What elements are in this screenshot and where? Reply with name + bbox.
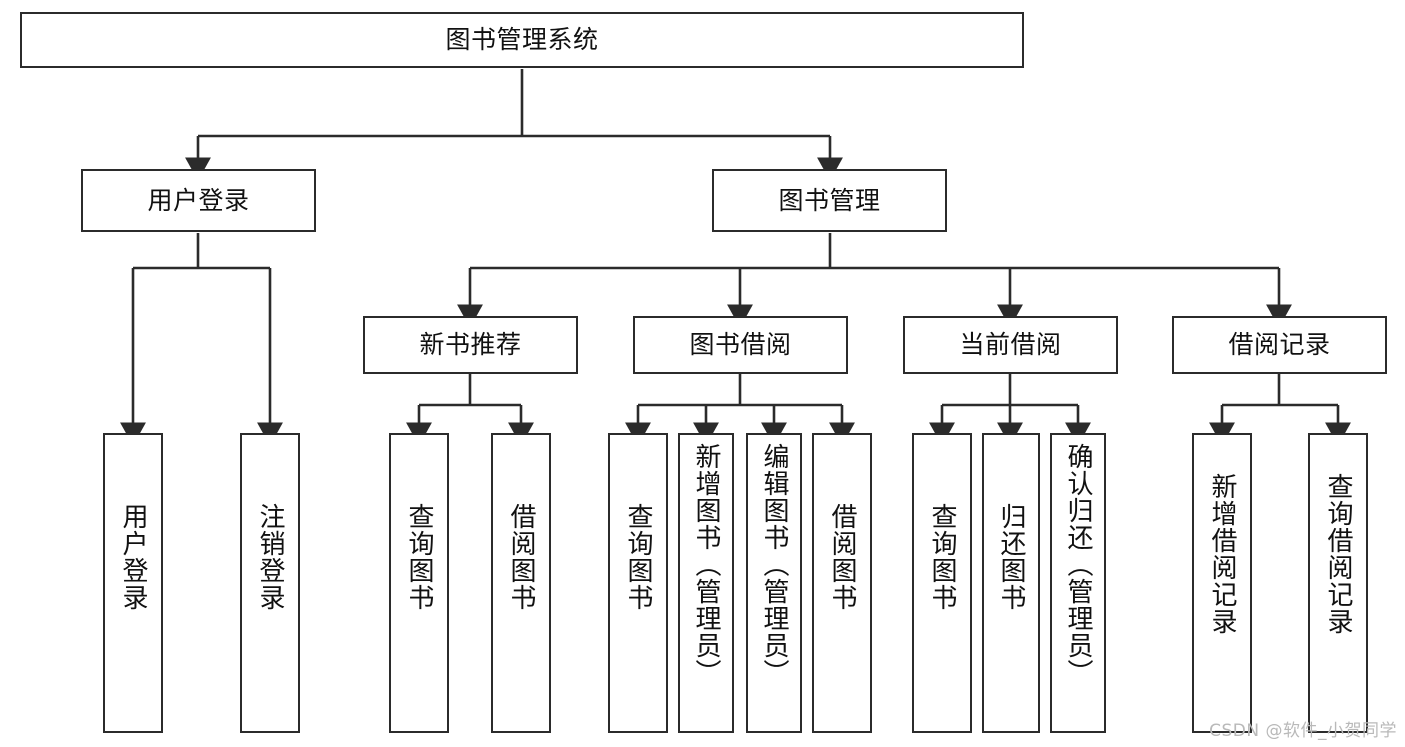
node-book-management[interactable]: 图书管理: [712, 169, 947, 232]
node-new-book-recommend[interactable]: 新书推荐: [363, 316, 578, 374]
node-label: 查询图书: [623, 503, 654, 611]
node-leaf-book-borrow-query-book[interactable]: 查询图书: [608, 433, 668, 733]
node-label: 查询图书: [404, 503, 435, 611]
node-current-borrow[interactable]: 当前借阅: [903, 316, 1118, 374]
node-leaf-current-borrow-confirm-return-admin[interactable]: 确认归还（管理员）: [1050, 433, 1106, 733]
node-leaf-book-borrow-borrow-book[interactable]: 借阅图书: [812, 433, 872, 733]
node-leaf-current-borrow-return-book[interactable]: 归还图书: [982, 433, 1040, 733]
node-borrow-record[interactable]: 借阅记录: [1172, 316, 1387, 374]
node-leaf-book-borrow-edit-book-admin[interactable]: 编辑图书（管理员）: [746, 433, 802, 733]
node-label: 新书推荐: [419, 330, 522, 359]
node-leaf-new-book-borrow-book[interactable]: 借阅图书: [491, 433, 551, 733]
node-root-book-management-system[interactable]: 图书管理系统: [20, 12, 1024, 68]
node-label: 编辑图书（管理员）: [759, 443, 790, 686]
node-label: 借阅记录: [1228, 330, 1331, 359]
node-label: 新增图书（管理员）: [691, 443, 722, 686]
node-label: 图书管理系统: [445, 25, 599, 54]
node-label: 图书管理: [778, 185, 881, 215]
csdn-watermark: CSDN @软件_小贺同学: [1209, 721, 1397, 741]
node-label: 图书借阅: [689, 330, 792, 359]
node-label: 归还图书: [996, 503, 1027, 611]
node-leaf-new-book-query-book[interactable]: 查询图书: [389, 433, 449, 733]
node-label: 用户登录: [118, 503, 149, 611]
node-label: 注销登录: [255, 503, 286, 611]
node-label: 查询图书: [927, 503, 958, 611]
node-label: 确认归还（管理员）: [1063, 443, 1094, 686]
node-label: 新增借阅记录: [1207, 473, 1238, 635]
node-leaf-user-login-login[interactable]: 用户登录: [103, 433, 163, 733]
node-label: 查询借阅记录: [1323, 473, 1354, 635]
node-leaf-borrow-record-add-record[interactable]: 新增借阅记录: [1192, 433, 1252, 733]
node-label: 当前借阅: [959, 330, 1062, 359]
node-leaf-borrow-record-query-record[interactable]: 查询借阅记录: [1308, 433, 1368, 733]
node-leaf-user-login-logout[interactable]: 注销登录: [240, 433, 300, 733]
node-user-login[interactable]: 用户登录: [81, 169, 316, 232]
node-label: 借阅图书: [506, 503, 537, 611]
node-label: 借阅图书: [827, 503, 858, 611]
node-leaf-current-borrow-query-book[interactable]: 查询图书: [912, 433, 972, 733]
node-leaf-book-borrow-add-book-admin[interactable]: 新增图书（管理员）: [678, 433, 734, 733]
node-label: 用户登录: [147, 185, 250, 215]
node-book-borrow[interactable]: 图书借阅: [633, 316, 848, 374]
